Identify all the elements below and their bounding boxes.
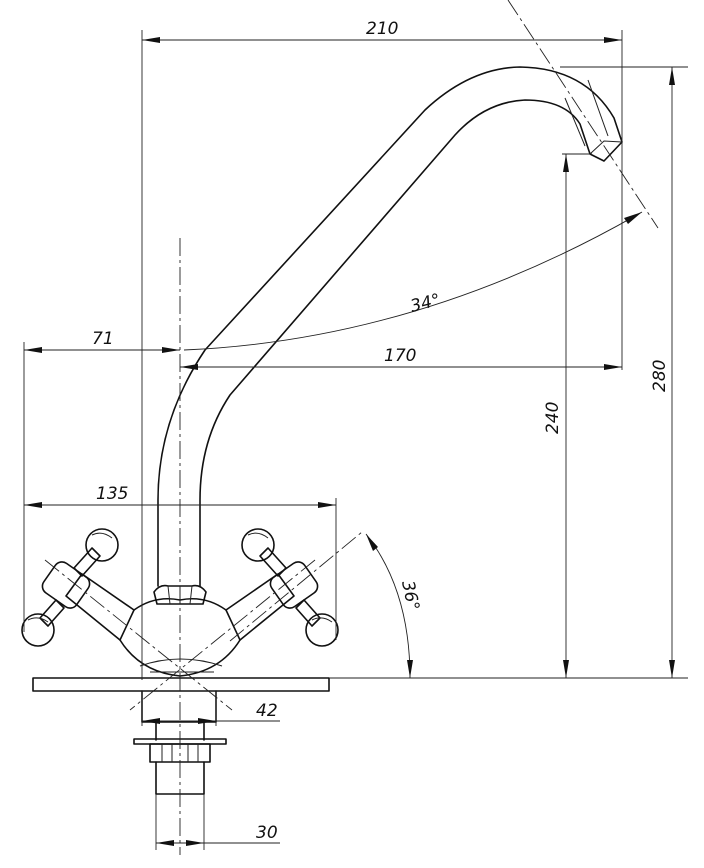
mounting-shank — [141, 690, 217, 741]
right-cross-handle — [241, 528, 339, 647]
dim-210-label: 210 — [366, 19, 398, 39]
dim-36deg-label: 36° — [397, 579, 423, 613]
dim-30-label: 30 — [256, 823, 278, 843]
left-cross-handle — [21, 528, 119, 647]
dim-280-label: 280 — [650, 360, 670, 392]
dim-170-label: 170 — [384, 346, 416, 366]
dim-135-label: 135 — [96, 484, 128, 504]
left-handle-arm — [65, 573, 135, 641]
dim-42-label: 42 — [256, 701, 278, 721]
faucet-outline — [21, 66, 623, 795]
spout — [157, 66, 623, 587]
dim-34deg-label: 34° — [408, 290, 442, 317]
center-lines — [44, 0, 659, 855]
dim-240-label: 240 — [543, 402, 563, 434]
right-handle-arm — [225, 573, 295, 641]
dimension-lines — [23, 30, 688, 850]
dim-71-label: 71 — [92, 329, 114, 349]
base-plate — [32, 677, 330, 692]
